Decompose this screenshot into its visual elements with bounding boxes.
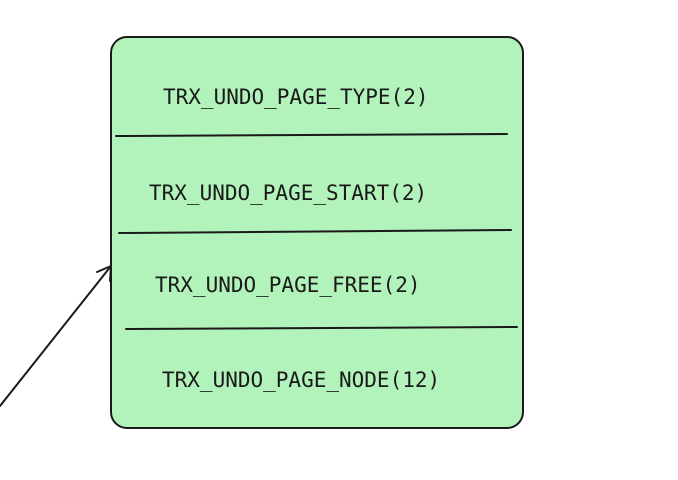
field-trx-undo-page-type: TRX_UNDO_PAGE_TYPE(2) <box>163 85 429 109</box>
field-trx-undo-page-start: TRX_UNDO_PAGE_START(2) <box>149 181 427 205</box>
incoming-arrow <box>0 265 112 407</box>
field-divider <box>125 326 518 330</box>
field-divider <box>118 229 512 234</box>
field-trx-undo-page-node: TRX_UNDO_PAGE_NODE(12) <box>162 368 440 392</box>
field-trx-undo-page-free: TRX_UNDO_PAGE_FREE(2) <box>155 273 421 297</box>
field-divider <box>115 133 508 137</box>
